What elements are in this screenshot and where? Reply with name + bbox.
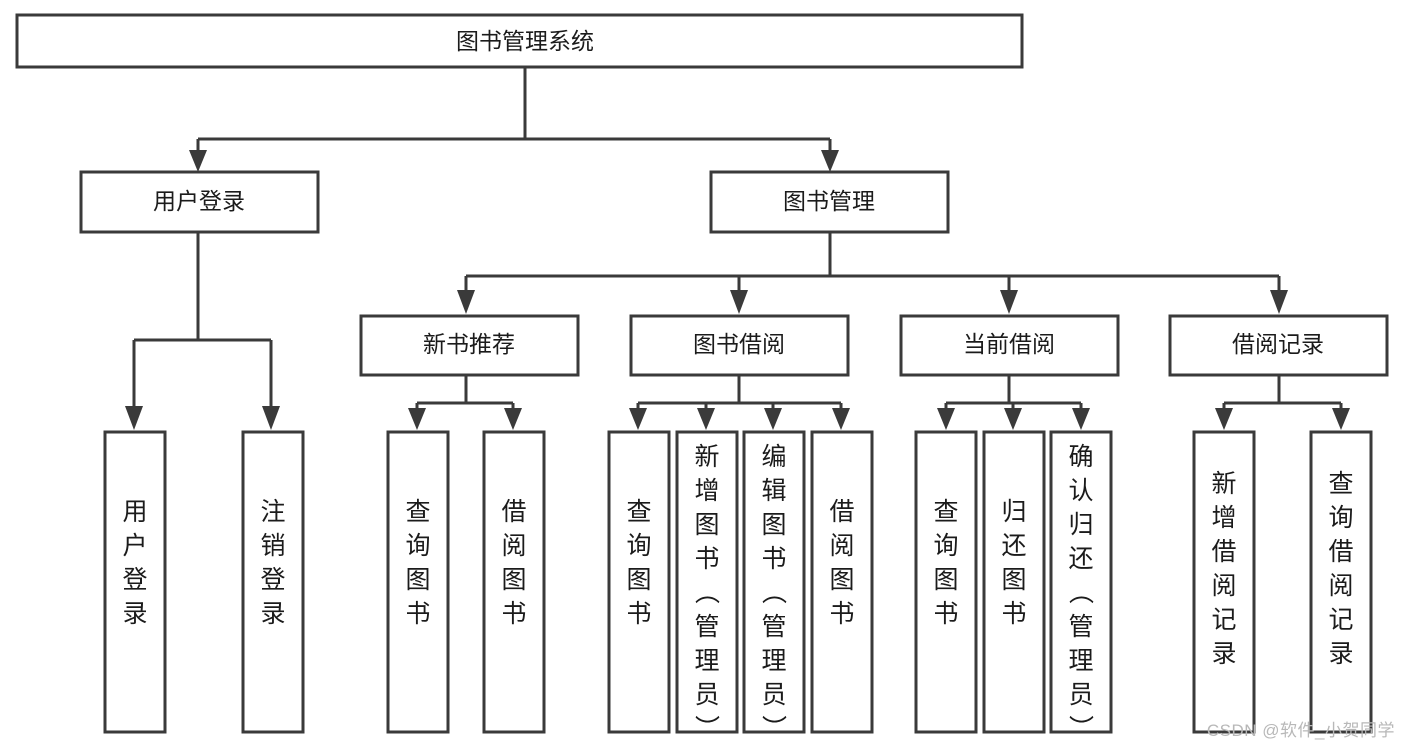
node-user-login-label: 用户登录 [153,188,245,214]
arrowhead-leaf-query-book-2 [629,408,647,430]
node-leaf-query-record-label: 查询借阅记录 [1328,470,1353,668]
node-leaf-edit-book[interactable]: 编辑图书︵管理员︶ [742,430,806,743]
node-leaf-user-login-label: 用户登录 [122,498,147,628]
node-leaf-add-book-box[interactable] [675,430,739,734]
node-current-borrow[interactable]: 当前借阅 [899,314,1120,377]
node-leaf-query-book-3-box[interactable] [914,430,978,734]
node-leaf-user-login[interactable]: 用户登录 [103,430,167,734]
node-leaf-query-book-1-box[interactable] [386,430,450,734]
node-borrow-record[interactable]: 借阅记录 [1168,314,1389,377]
node-root-box[interactable] [15,13,1024,69]
node-leaf-query-book-2-box[interactable] [607,430,671,734]
node-leaf-confirm-return-label: 确认归还︵管理员︶ [1068,443,1094,743]
node-book-manage[interactable]: 图书管理 [709,170,950,234]
node-borrow-record-label: 借阅记录 [1232,331,1324,357]
edge-group-book-manage [457,232,1288,314]
node-leaf-return-book[interactable]: 归还图书 [982,430,1046,734]
edge-group-root [189,67,839,172]
arrowhead-new-book-recommend [457,290,475,314]
node-leaf-borrow-book-1-label: 借阅图书 [501,498,526,628]
edge-group-new-book-recommend [408,375,522,430]
node-leaf-add-book-label: 新增图书︵管理员︶ [694,443,720,743]
arrowhead-leaf-query-book-3 [937,408,955,430]
node-root[interactable]: 图书管理系统 [15,13,1024,69]
csdn-watermark: CSDN @软件_小贺同学 [1206,721,1395,740]
node-new-book-recommend[interactable]: 新书推荐 [359,314,580,377]
node-leaf-borrow-book-2-box[interactable] [810,430,874,734]
arrowhead-leaf-borrow-book-1 [504,408,522,430]
node-leaf-query-book-3-label: 查询图书 [933,498,958,628]
node-new-book-recommend-box[interactable] [359,314,580,377]
arrowhead-book-manage [821,150,839,172]
node-leaf-borrow-book-1[interactable]: 借阅图书 [482,430,546,734]
node-leaf-query-record[interactable]: 查询借阅记录 [1309,430,1373,734]
arrowhead-leaf-query-book-1 [408,408,426,430]
arrowhead-leaf-borrow-book-2 [832,408,850,430]
node-current-borrow-box[interactable] [899,314,1120,377]
node-leaf-query-record-box[interactable] [1309,430,1373,734]
node-leaf-query-book-2-label: 查询图书 [626,498,651,628]
node-leaf-borrow-book-1-box[interactable] [482,430,546,734]
node-book-manage-box[interactable] [709,170,950,234]
node-leaf-return-book-label: 归还图书 [1001,498,1026,628]
node-book-manage-label: 图书管理 [783,188,875,214]
node-leaf-logout-login-label: 注销登录 [260,498,285,628]
node-current-borrow-label: 当前借阅 [963,331,1055,357]
arrowhead-current-borrow [1000,290,1018,314]
node-leaf-query-book-2[interactable]: 查询图书 [607,430,671,734]
arrowhead-user-login [189,150,207,172]
node-root-label: 图书管理系统 [456,28,594,54]
node-leaf-logout-login-box[interactable] [241,430,305,734]
node-leaf-return-book-box[interactable] [982,430,1046,734]
node-leaf-confirm-return[interactable]: 确认归还︵管理员︶ [1049,430,1113,743]
node-leaf-edit-book-label: 编辑图书︵管理员︶ [761,443,787,743]
node-book-borrow[interactable]: 图书借阅 [629,314,850,377]
node-leaf-add-record[interactable]: 新增借阅记录 [1192,430,1256,734]
node-leaf-confirm-return-box[interactable] [1049,430,1113,734]
edge-group-current-borrow [937,375,1090,430]
arrowhead-borrow-record [1270,290,1288,314]
node-user-login[interactable]: 用户登录 [79,170,320,234]
node-leaf-borrow-book-2[interactable]: 借阅图书 [810,430,874,734]
node-borrow-record-box[interactable] [1168,314,1389,377]
node-leaf-edit-book-box[interactable] [742,430,806,734]
node-user-login-box[interactable] [79,170,320,234]
edge-group-book-borrow [629,375,850,430]
node-leaf-logout-login[interactable]: 注销登录 [241,430,305,734]
node-new-book-recommend-label: 新书推荐 [423,331,515,357]
node-leaf-user-login-box[interactable] [103,430,167,734]
arrowhead-leaf-confirm-return [1072,408,1090,430]
arrowhead-book-borrow [730,290,748,314]
node-book-borrow-box[interactable] [629,314,850,377]
node-leaf-add-book[interactable]: 新增图书︵管理员︶ [675,430,739,743]
edge-group-borrow-record [1215,375,1350,430]
arrowhead-leaf-add-book [697,408,715,430]
arrowhead-leaf-logout-login [262,406,280,430]
arrowhead-leaf-user-login [125,406,143,430]
node-leaf-add-record-label: 新增借阅记录 [1211,470,1236,668]
node-leaf-query-book-1[interactable]: 查询图书 [386,430,450,734]
node-leaf-query-book-3[interactable]: 查询图书 [914,430,978,734]
node-leaf-add-record-box[interactable] [1192,430,1256,734]
edge-group-user-login [125,232,280,430]
arrowhead-leaf-add-record [1215,408,1233,430]
arrowhead-leaf-query-record [1332,408,1350,430]
arrowhead-leaf-return-book [1004,408,1022,430]
node-book-borrow-label: 图书借阅 [693,331,785,357]
arrowhead-leaf-edit-book [764,408,782,430]
node-leaf-query-book-1-label: 查询图书 [405,498,430,628]
node-leaf-borrow-book-2-label: 借阅图书 [829,498,854,628]
